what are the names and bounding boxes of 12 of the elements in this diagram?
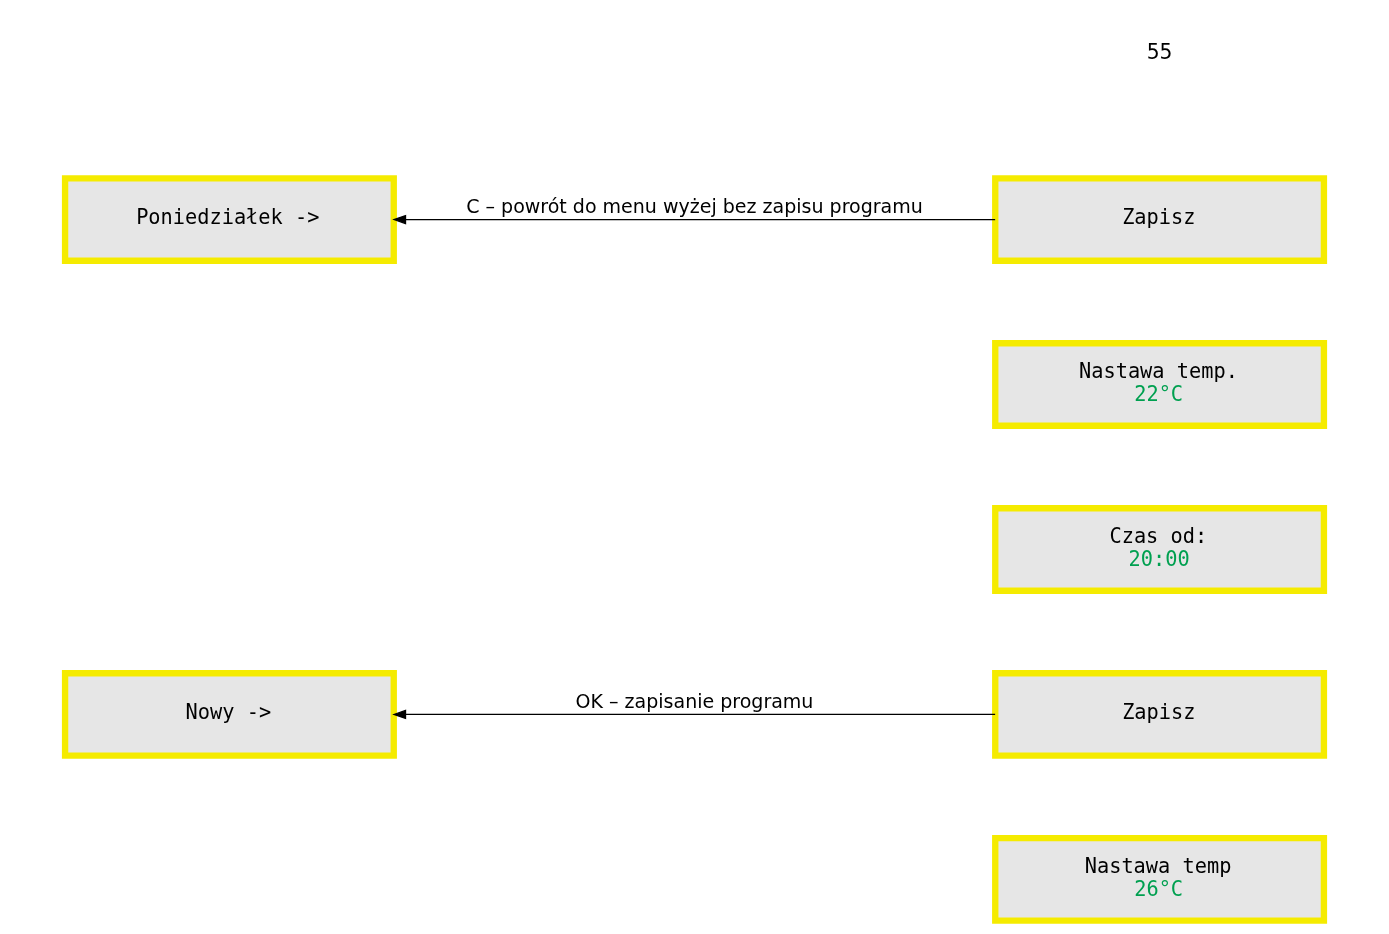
label: 55: [1146, 40, 1173, 65]
node-box: Zapisz: [992, 175, 1328, 264]
arrow: [392, 709, 996, 720]
node-box: Nastawa temp 26°C: [992, 835, 1328, 924]
node-box: Nowy ->: [61, 670, 397, 759]
edge-label: OK – zapisanie programu: [575, 690, 814, 713]
node-box: Nastawa temp. 22°C: [992, 340, 1328, 429]
node-box: Zapisz: [992, 670, 1328, 759]
node-box: Czas od: 20:00: [992, 505, 1328, 594]
edge-label: C – powrót do menu wyżej bez zapisu programu: [466, 195, 923, 218]
arrow: [392, 214, 996, 225]
node-box: Poniedziałek ->: [61, 175, 397, 264]
